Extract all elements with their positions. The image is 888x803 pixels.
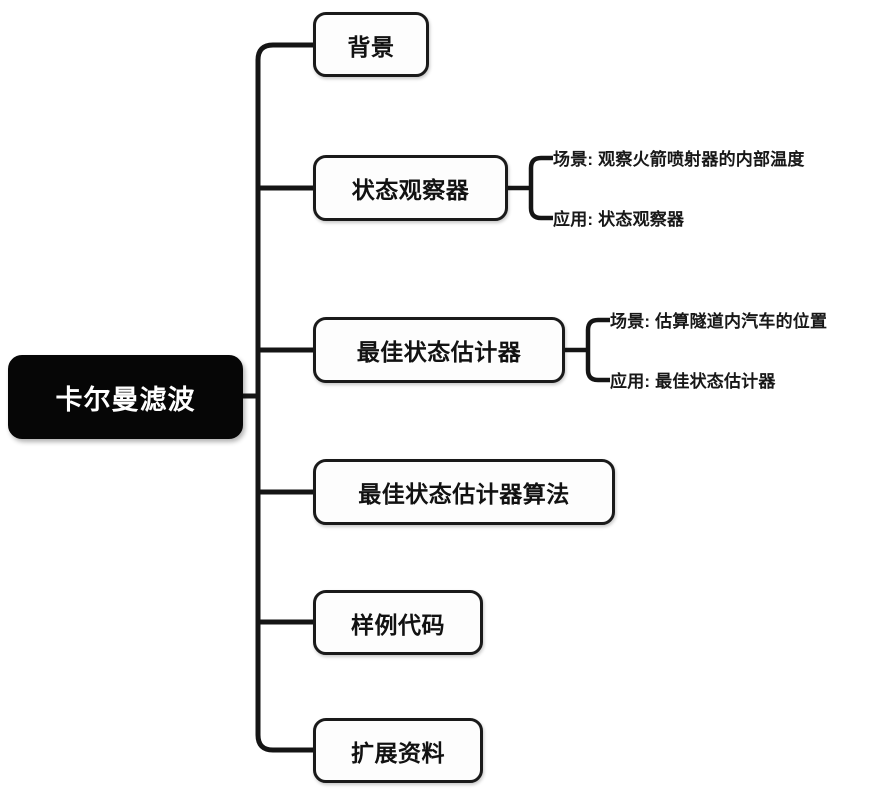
branch-node-label: 状态观察器 [351, 177, 470, 203]
branch-node-label: 最佳状态估计器 [356, 339, 522, 365]
branch-node-sample-code[interactable]: 样例代码 [313, 590, 483, 655]
branch-node-background[interactable]: 背景 [313, 12, 429, 77]
connector-subgroup-optimal-estimator [565, 317, 610, 383]
leaf-label-optimal-estimator-application[interactable]: 应用: 最佳状态估计器 [610, 372, 776, 391]
branch-node-optimal-estimator[interactable]: 最佳状态估计器 [313, 317, 565, 383]
branch-node-label: 背景 [347, 33, 395, 60]
branch-node-optimal-estimator-algorithm[interactable]: 最佳状态估计器算法 [313, 459, 615, 525]
branch-node-extended-materials[interactable]: 扩展资料 [313, 718, 483, 783]
branch-node-label: 扩展资料 [351, 739, 445, 766]
leaf-label-optimal-estimator-scenario[interactable]: 场景: 估算隧道内汽车的位置 [610, 312, 828, 331]
root-node[interactable]: 卡尔曼滤波 [8, 355, 243, 439]
branch-node-label: 样例代码 [351, 611, 445, 638]
leaf-label-state-observer-scenario[interactable]: 场景: 观察火箭喷射器的内部温度 [553, 150, 805, 169]
branch-node-label: 最佳状态估计器算法 [358, 481, 570, 507]
connector-subgroup-state-observer [508, 155, 553, 221]
root-node-label: 卡尔曼滤波 [55, 384, 196, 415]
branch-node-state-observer[interactable]: 状态观察器 [313, 155, 508, 221]
leaf-label-state-observer-application[interactable]: 应用: 状态观察器 [553, 210, 685, 229]
connector-trunk [255, 42, 313, 753]
